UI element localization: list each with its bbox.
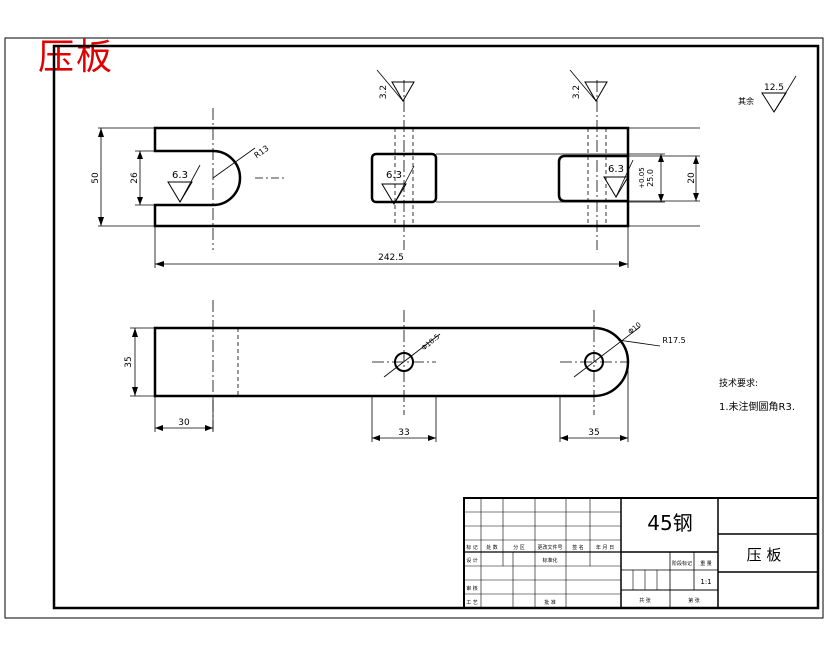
roughness-slot-1: 6.3 bbox=[172, 170, 188, 181]
roughness-slot-3: 6.3 bbox=[608, 164, 624, 175]
bottom-label-review: 审 核 bbox=[466, 585, 478, 592]
rest-roughness bbox=[761, 75, 797, 113]
header-cell-2: 处 数 bbox=[486, 544, 498, 551]
dim-tol-upper: +0.05 bbox=[638, 167, 646, 188]
radius-r175: R17.5 bbox=[662, 336, 685, 345]
bottom-view-arrows bbox=[132, 328, 628, 441]
dim-slot-26: 26 bbox=[130, 172, 140, 184]
dim-height-35: 35 bbox=[124, 356, 134, 367]
bottom-label-process: 工 艺 bbox=[466, 600, 478, 606]
dim-right-35: 35 bbox=[588, 428, 599, 438]
rest-label: 其余 bbox=[738, 96, 754, 106]
dim-length-2425: 242.5 bbox=[378, 253, 404, 263]
col-label-stage: 阶段标记 bbox=[672, 560, 692, 567]
tech-req-item: 1.未注倒圆角R3. bbox=[719, 400, 795, 413]
dim-tol-base: 25.0 bbox=[646, 169, 655, 187]
row-label-standard: 标准化 bbox=[542, 557, 557, 564]
title-block bbox=[463, 497, 819, 609]
inner-frame bbox=[52, 44, 820, 610]
header-cell-4: 更改文件号 bbox=[537, 544, 562, 551]
dim-mid-33: 33 bbox=[398, 428, 409, 438]
hole-label-2: Φ10 bbox=[627, 321, 643, 336]
radius-r13: R13 bbox=[253, 144, 271, 160]
scale-label: 1:1 bbox=[700, 578, 711, 586]
roughness-top-2: 3.2 bbox=[572, 85, 582, 99]
bottom-label-sheet: 第 张 bbox=[688, 597, 700, 604]
col-label-weight: 重 量 bbox=[700, 560, 712, 567]
bottom-label-approve: 批 准 bbox=[544, 599, 556, 606]
rest-value: 12.5 bbox=[764, 83, 784, 93]
title-block-small-labels: 标 记 处 数 分 区 更改文件号 签 名 年 月 日 设 计 标准化 阶段标记… bbox=[466, 544, 712, 606]
tech-req-heading: 技术要求: bbox=[719, 377, 758, 389]
roughness-top-1: 3.2 bbox=[379, 85, 389, 99]
dim-left-30: 30 bbox=[178, 418, 190, 428]
row-label-design: 设 计 bbox=[466, 557, 478, 564]
hole-label-1: Φ10.5 bbox=[420, 333, 441, 353]
header-cell-1: 标 记 bbox=[466, 544, 478, 551]
part-name-label: 压 板 bbox=[747, 546, 782, 564]
header-cell-6: 年 月 日 bbox=[596, 544, 614, 551]
top-view-arrows bbox=[98, 128, 699, 267]
drawing-title: 压板 bbox=[38, 37, 115, 78]
header-cell-3: 分 区 bbox=[513, 544, 525, 551]
roughness-slot-2: 6.3 bbox=[386, 170, 402, 181]
header-cell-5: 签 名 bbox=[572, 544, 584, 551]
top-view bbox=[98, 69, 700, 268]
outer-border bbox=[4, 37, 824, 619]
dim-right-20: 20 bbox=[687, 172, 697, 184]
bottom-label-total: 共 张 bbox=[639, 597, 651, 604]
material-label: 45钢 bbox=[647, 511, 692, 535]
bottom-view bbox=[130, 300, 661, 442]
dim-height-50: 50 bbox=[91, 172, 101, 184]
